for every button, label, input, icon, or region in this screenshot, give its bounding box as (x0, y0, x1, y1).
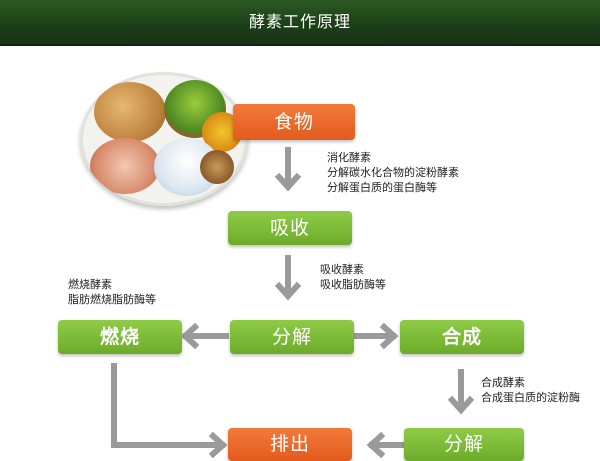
burn-enzyme-note: 燃烧酵素 脂肪燃烧脂肪酶等 (68, 277, 156, 307)
arrow-down-icon (447, 369, 475, 415)
arrow-down-icon (274, 255, 302, 301)
decompose2-label: 分解 (443, 433, 484, 455)
excrete-node: 排出 (228, 428, 352, 461)
note-line: 合成蛋白质的淀粉酶 (481, 391, 580, 404)
burn-node: 燃烧 (58, 320, 182, 354)
excrete-label: 排出 (269, 433, 310, 455)
food-plate-image (80, 72, 248, 206)
food-node: 食物 (233, 104, 355, 140)
decompose-node: 分解 (230, 320, 354, 354)
arrow-left-icon (180, 322, 229, 350)
arrow-right-icon (352, 322, 399, 350)
absorb-enzyme-note: 吸收酵素 吸收脂肪酶等 (320, 262, 386, 292)
note-line: 燃烧酵素 (68, 278, 112, 291)
page-title: 酵素工作原理 (248, 12, 351, 31)
arrow-left-icon (366, 431, 407, 459)
synthesize-node: 合成 (400, 320, 524, 354)
note-line: 分解蛋白质的蛋白酶等 (327, 181, 437, 194)
food-label: 食物 (273, 111, 314, 133)
absorb-node: 吸收 (228, 211, 352, 245)
meat-segment (90, 138, 160, 194)
note-line: 消化酵素 (327, 151, 371, 164)
title-banner: 酵素工作原理 (0, 0, 600, 46)
burn-label: 燃烧 (99, 326, 140, 348)
excrete-path-arrow (111, 363, 228, 459)
digest-enzyme-note: 消化酵素 分解碳水化合物的淀粉酵素 分解蛋白质的蛋白酶等 (327, 150, 459, 195)
absorb-label: 吸收 (269, 217, 310, 239)
synthesize-label: 合成 (441, 326, 482, 348)
note-line: 吸收脂肪酶等 (320, 278, 386, 291)
bread-segment (94, 82, 166, 142)
note-line: 吸收酵素 (320, 263, 364, 276)
arrow-down-icon (274, 147, 302, 192)
nuts-segment (200, 150, 234, 184)
note-line: 分解碳水化合物的淀粉酵素 (327, 166, 459, 179)
decompose2-node: 分解 (404, 428, 524, 461)
note-line: 脂肪燃烧脂肪酶等 (68, 293, 156, 306)
note-line: 合成酵素 (481, 376, 525, 389)
synth-enzyme-note: 合成酵素 合成蛋白质的淀粉酶 (481, 375, 580, 405)
decompose-label: 分解 (271, 326, 312, 348)
